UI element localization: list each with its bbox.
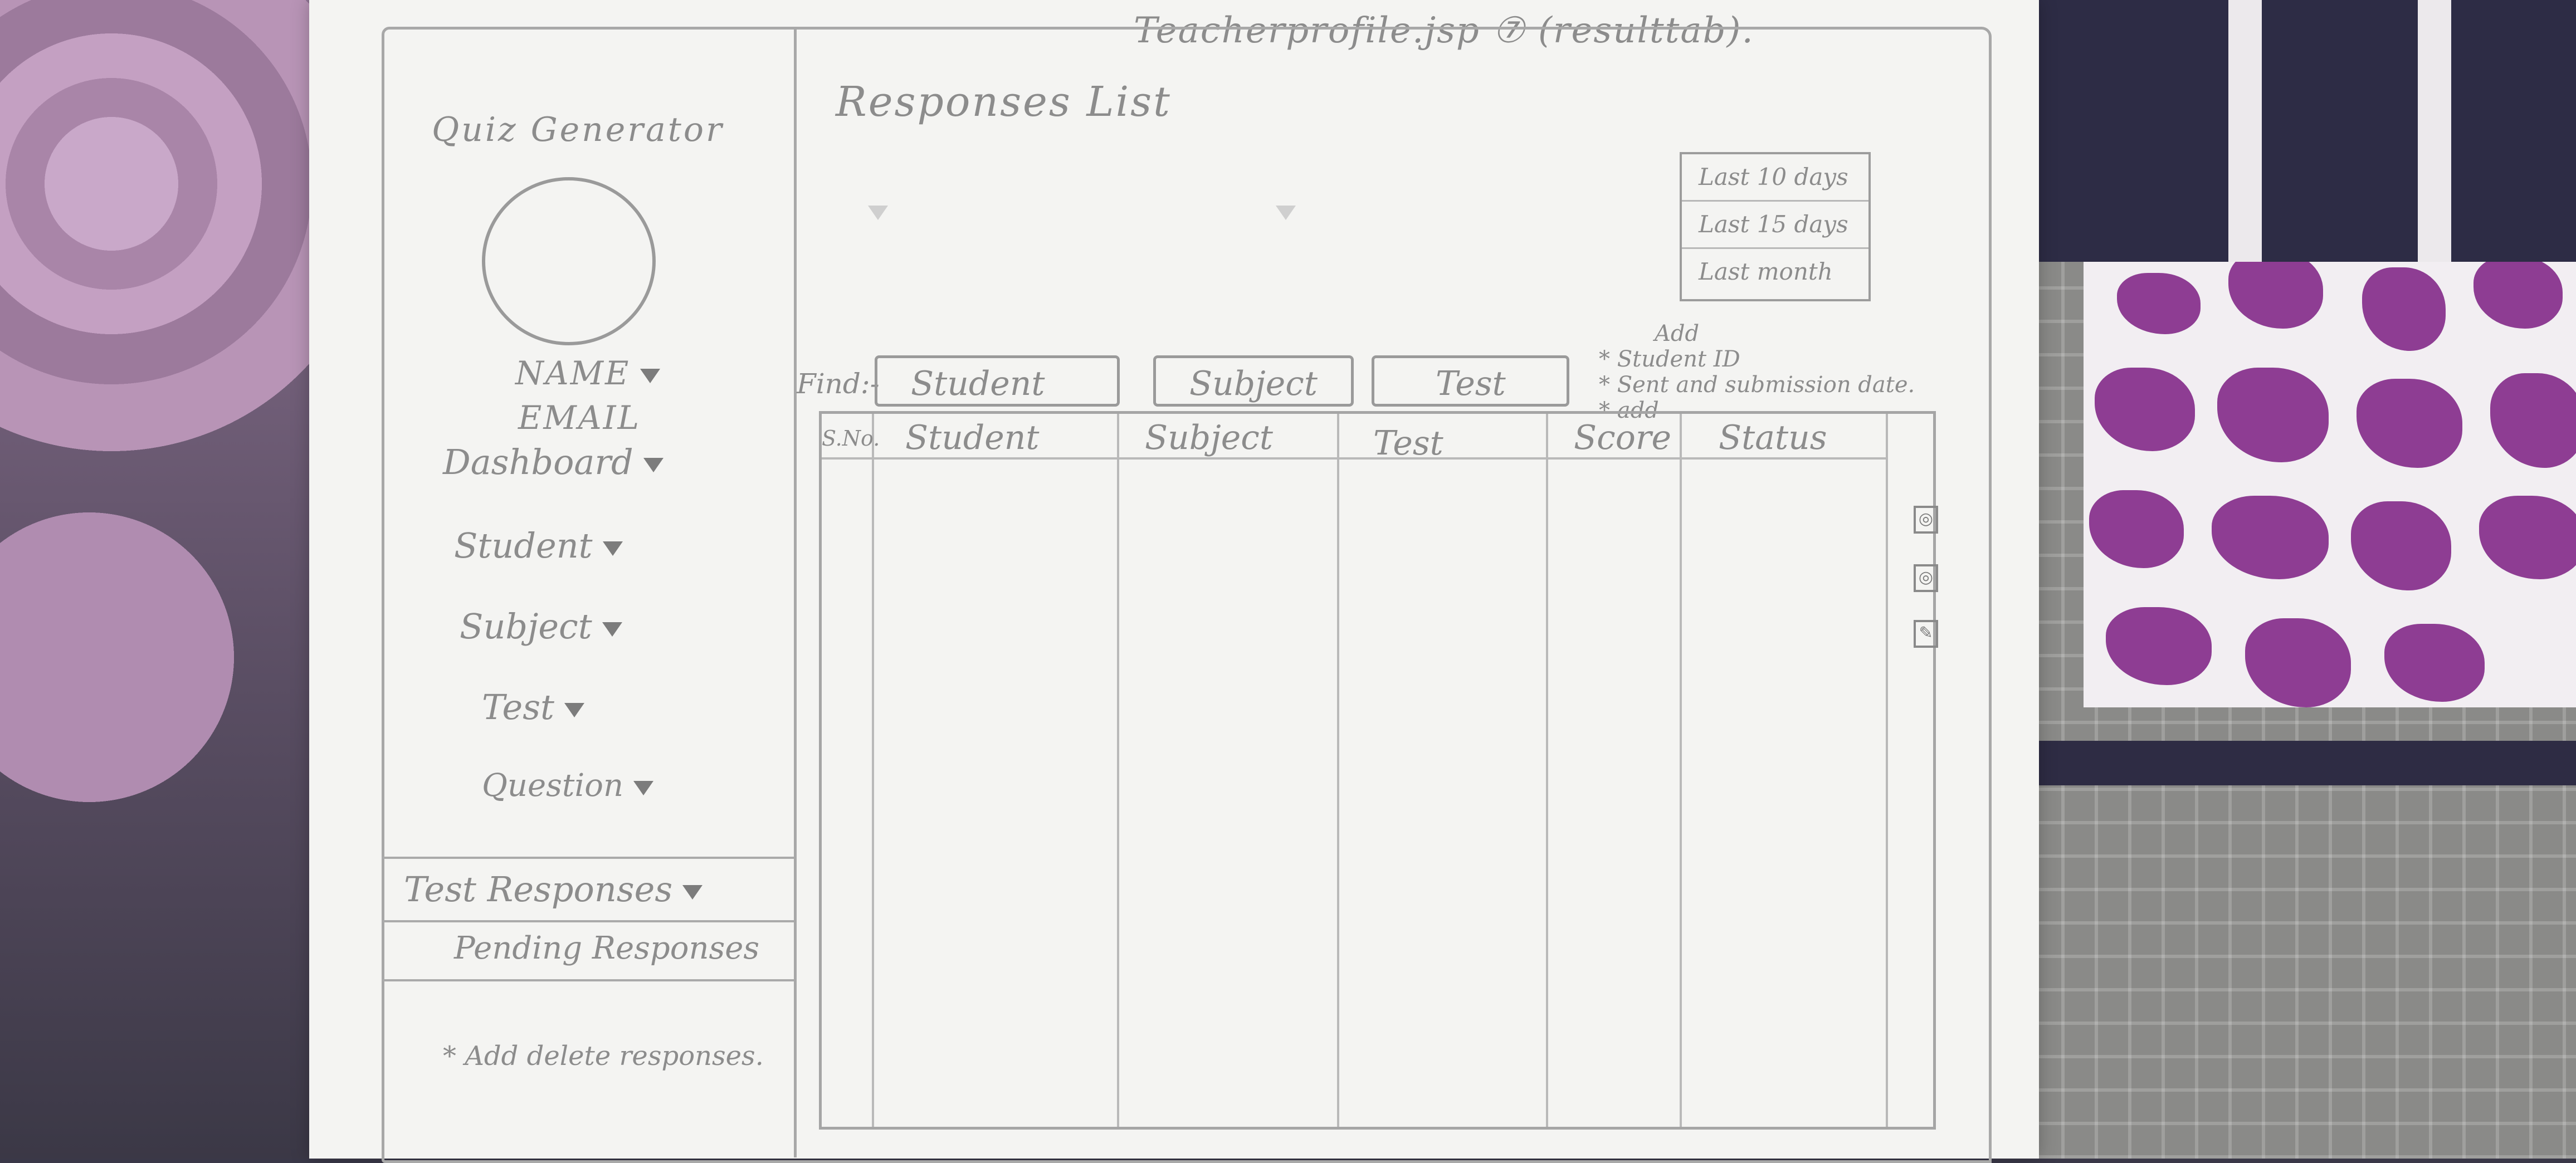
filter-dropdown-2[interactable] xyxy=(1109,194,1296,227)
avatar[interactable] xyxy=(482,177,656,345)
sidebar-item-question[interactable]: Question xyxy=(482,768,654,804)
sidebar-item-label: Student xyxy=(454,525,593,566)
annotation-notes: Add * Student ID * Sent and submission d… xyxy=(1599,321,1915,423)
sidebar-item-test-responses[interactable]: Test Responses xyxy=(382,857,794,922)
column-divider xyxy=(1546,414,1548,1127)
chevron-down-icon xyxy=(682,885,703,900)
view-icon[interactable]: ◎ xyxy=(1914,564,1938,592)
table-header-divider xyxy=(822,457,1886,460)
user-name-label: NAME xyxy=(515,354,631,392)
chevron-down-icon xyxy=(564,702,584,717)
filter-dropdown-1[interactable] xyxy=(858,194,888,227)
sidebar-item-dashboard[interactable]: Dashboard xyxy=(443,442,663,482)
annotation-note: * Add delete responses. xyxy=(443,1040,764,1072)
sidebar-item-label: Dashboard xyxy=(443,442,633,482)
background-band xyxy=(2028,0,2576,262)
sidebar-item-label: Subject xyxy=(460,606,592,647)
column-header-score: Score xyxy=(1574,418,1672,457)
annotation-line: * Student ID xyxy=(1599,346,1740,372)
chevron-down-icon xyxy=(602,541,623,556)
range-option-last-month[interactable]: Last month xyxy=(1699,258,1833,285)
find-label: Find:- xyxy=(797,368,880,400)
edit-icon[interactable]: ✎ xyxy=(1914,620,1938,648)
sidebar-item-pending-responses[interactable]: Pending Responses xyxy=(382,918,794,981)
annotation-line: * add xyxy=(1599,398,1659,423)
app-name: Quiz Generator xyxy=(432,110,724,149)
sidebar-item-label: Pending Responses xyxy=(454,930,760,966)
chevron-down-icon xyxy=(868,205,888,220)
column-divider xyxy=(1117,414,1119,1127)
sidebar-item-subject[interactable]: Subject xyxy=(460,606,622,647)
column-header-test: Test xyxy=(1373,424,1443,463)
user-name[interactable]: NAME xyxy=(515,354,661,392)
column-header-subject: Subject xyxy=(1145,418,1273,457)
column-header-student: Student xyxy=(905,418,1040,457)
range-option-10-days[interactable]: Last 10 days xyxy=(1682,154,1868,202)
sidebar-item-student[interactable]: Student xyxy=(454,525,623,566)
user-email: EMAIL xyxy=(518,399,641,437)
column-header-sno: S.No. xyxy=(822,426,880,451)
column-divider xyxy=(1680,414,1682,1127)
view-icon[interactable]: ◎ xyxy=(1914,506,1938,534)
background-pattern xyxy=(2084,262,2576,707)
page-title: Teacherprofile.jsp ⑦ (resulttab). xyxy=(1134,10,1754,51)
background-fabric-left xyxy=(0,0,357,1159)
responses-table: S.No. Student Subject Test Score Status … xyxy=(819,411,1938,1130)
column-divider xyxy=(872,414,874,1127)
annotation-line: Add xyxy=(1655,321,1700,346)
column-divider xyxy=(1337,414,1339,1127)
annotation-line: * Sent and submission date. xyxy=(1599,372,1915,398)
main-content: Responses List Last 10 days Last 15 days… xyxy=(797,27,1986,1157)
sidebar: Quiz Generator NAME EMAIL Dashboard Stud… xyxy=(382,27,797,1157)
range-option-15-days[interactable]: Last 15 days xyxy=(1682,202,1868,249)
sidebar-item-test-responses-text: Test Responses xyxy=(382,859,794,920)
chevron-down-icon xyxy=(633,780,654,795)
chevron-down-icon xyxy=(643,457,663,472)
find-subject-button[interactable]: Subject xyxy=(1153,355,1354,407)
chevron-down-icon xyxy=(602,622,622,637)
background-strip xyxy=(2028,741,2576,785)
wireframe-paper: Teacherprofile.jsp ⑦ (resulttab). Quiz G… xyxy=(309,0,2039,1163)
find-student-button[interactable]: Student xyxy=(875,355,1120,407)
sidebar-item-label: Test xyxy=(482,687,554,727)
date-range-menu: Last 10 days Last 15 days Last month xyxy=(1680,152,1871,301)
column-divider xyxy=(1886,414,1888,1127)
responses-list-title: Responses List xyxy=(836,78,1172,126)
chevron-down-icon xyxy=(640,368,661,383)
column-header-status: Status xyxy=(1719,418,1827,457)
sidebar-item-test[interactable]: Test xyxy=(482,687,584,727)
find-test-button[interactable]: Test xyxy=(1372,355,1569,407)
sidebar-item-label: Test Responses xyxy=(404,869,673,910)
chevron-down-icon xyxy=(1276,205,1296,220)
sidebar-item-label: Question xyxy=(482,768,624,804)
